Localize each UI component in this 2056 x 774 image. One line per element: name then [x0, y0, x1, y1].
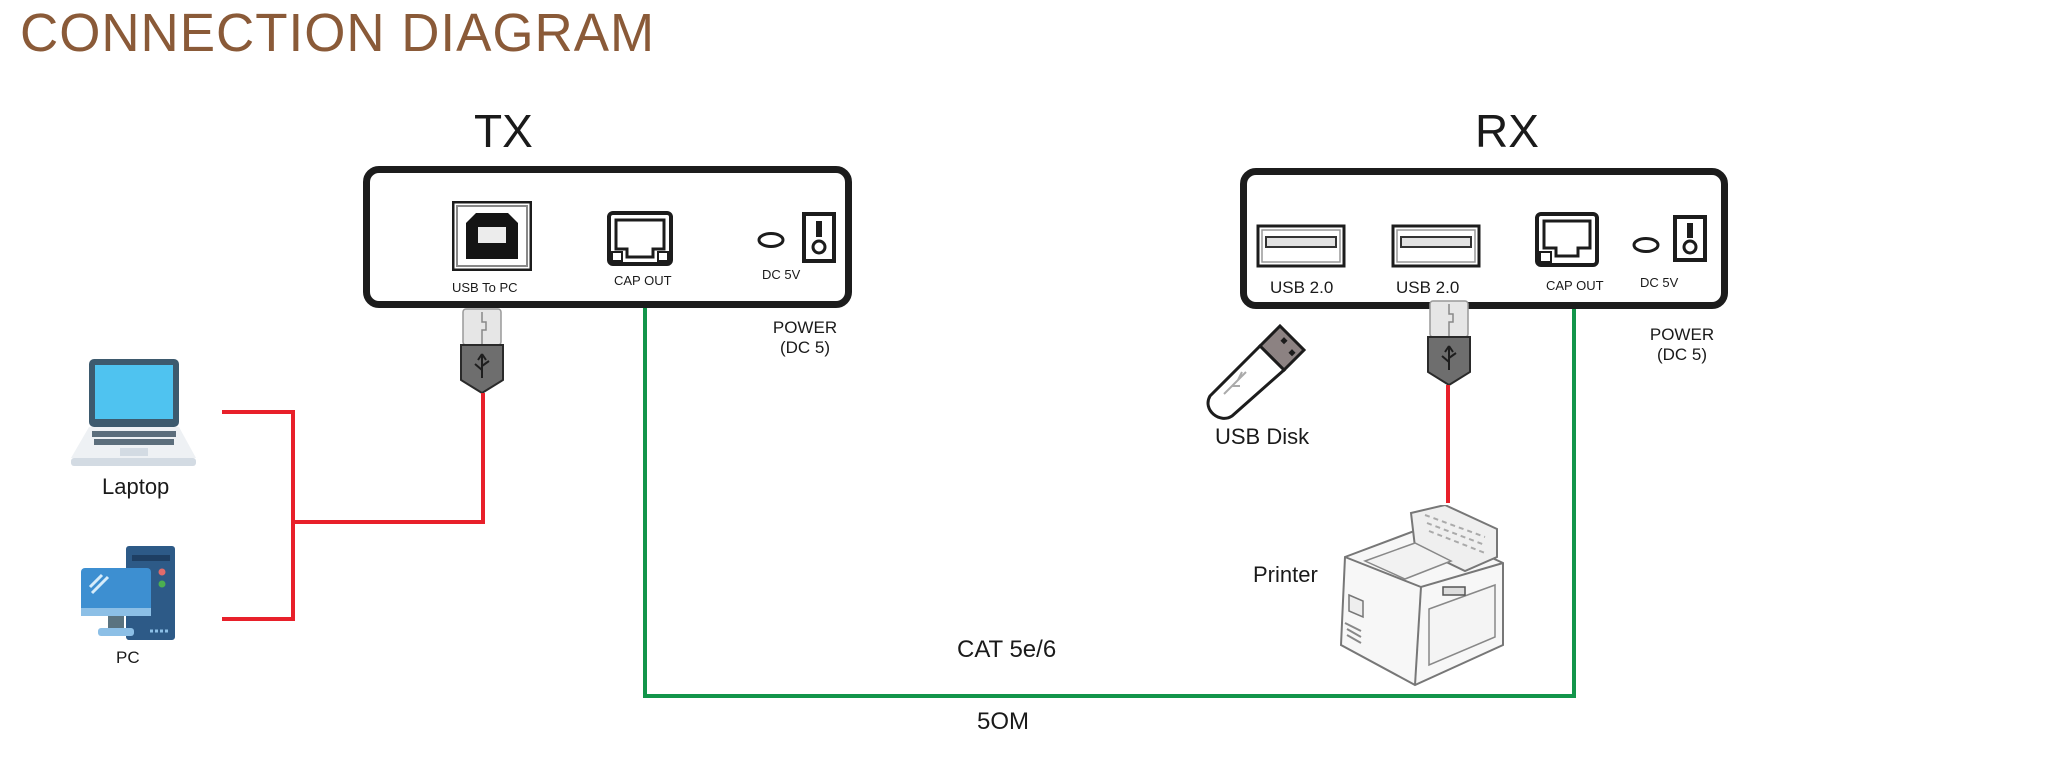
tx-label: TX	[474, 105, 533, 157]
led-indicator-icon	[1632, 237, 1660, 253]
rx-power-note: POWER (DC 5)	[1647, 325, 1717, 365]
usb-flash-drive-icon	[1202, 316, 1308, 422]
usb-disk-label: USB Disk	[1215, 424, 1310, 449]
usb-cable-pc	[222, 617, 295, 621]
tx-power-note-line1: POWER	[772, 318, 838, 337]
desktop-pc-icon	[80, 545, 176, 641]
tx-rj45-label: CAP OUT	[614, 273, 672, 288]
page-title: CONNECTION DIAGRAM	[20, 3, 656, 63]
laptop-label: Laptop	[102, 474, 170, 499]
cat-cable-rx-drop	[1572, 309, 1576, 698]
tx-power-port-label: DC 5V	[762, 267, 801, 282]
usb-cable-laptop	[222, 410, 295, 414]
pc-label: PC	[116, 648, 140, 667]
tx-power-note: POWER (DC 5)	[770, 318, 840, 358]
usb-cable-printer	[1446, 385, 1450, 503]
rx-usb-a-1-label: USB 2.0	[1270, 278, 1334, 297]
rx-label: RX	[1475, 105, 1539, 157]
printer-label: Printer	[1253, 562, 1318, 587]
tx-unit	[363, 166, 852, 308]
rx-rj45-label: CAP OUT	[1546, 278, 1604, 293]
cat-cable-tx-drop	[643, 308, 647, 698]
power-switch-icon	[802, 212, 836, 263]
usb-a-port-icon	[1391, 224, 1481, 268]
cat-cable-run	[643, 694, 1576, 698]
usb-cable-splitter	[291, 410, 295, 621]
power-switch-icon	[1673, 215, 1707, 262]
tx-usb-b-label: USB To PC	[452, 280, 518, 295]
rj45-port-icon	[1535, 212, 1599, 267]
laptop-icon	[70, 358, 197, 468]
rx-power-port-label: DC 5V	[1640, 275, 1679, 290]
usb-cable-trunk	[291, 520, 485, 524]
rx-power-note-line1: POWER	[1649, 325, 1715, 344]
rx-power-note-line2: (DC 5)	[1656, 345, 1708, 364]
cable-length-label: 5OM	[977, 708, 1030, 735]
usb-plug-icon	[1427, 300, 1471, 386]
printer-icon	[1335, 505, 1507, 687]
usb-b-port-icon	[452, 201, 532, 271]
rx-usb-a-2-label: USB 2.0	[1396, 278, 1460, 297]
usb-plug-icon	[460, 308, 504, 394]
cable-type-label: CAT 5e/6	[957, 636, 1057, 663]
tx-power-note-line2: (DC 5)	[779, 338, 831, 357]
rj45-port-icon	[607, 211, 673, 266]
usb-cable-to-tx	[481, 393, 485, 524]
usb-a-port-icon	[1256, 224, 1346, 268]
led-indicator-icon	[757, 232, 785, 248]
